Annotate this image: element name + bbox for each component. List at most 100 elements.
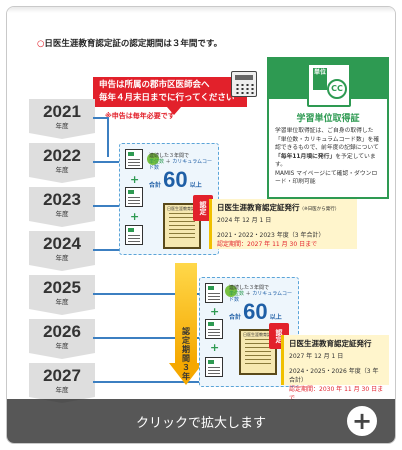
- total-value: 60: [163, 167, 188, 192]
- year-unit: 年度: [55, 298, 69, 306]
- cycle2-total: 合計 60 以上: [229, 299, 282, 325]
- validity-period-label: 認定期間３年: [182, 327, 190, 381]
- year-badge-2024: 2024 年度: [29, 231, 95, 271]
- units-label: 単位数: [229, 291, 245, 297]
- learning-record-icon: [125, 225, 143, 245]
- panel-highlight: 「毎年11月頃に発行」: [275, 153, 336, 160]
- total-label: 合計: [149, 182, 162, 189]
- year-unit: 年度: [55, 386, 69, 394]
- connector-line: [93, 205, 119, 207]
- total-suffix: 以上: [189, 182, 202, 189]
- connector-line: [93, 249, 119, 251]
- year-badge-2023: 2023 年度: [29, 187, 95, 227]
- headline: ○日医生涯教育認定証の認定期間は３年間です。: [37, 37, 222, 49]
- certificate-date: 2024 年 12 月 1 日: [217, 217, 272, 224]
- year-badge-2025: 2025 年度: [29, 275, 95, 315]
- learning-record-icon: [125, 149, 143, 169]
- frame-top-shade: [7, 7, 395, 13]
- year-badge-2022: 2022 年度: [29, 143, 95, 183]
- total-label: 合計: [229, 314, 242, 321]
- validity-period-bar: [175, 263, 197, 363]
- certificate-date: 2027 年 12 月 1 日: [289, 353, 344, 360]
- year-number: 2022: [43, 146, 81, 165]
- notice-line-2: 毎年４月末日までに行ってください: [99, 93, 235, 103]
- enlarge-label[interactable]: クリックで拡大します: [135, 416, 266, 431]
- panel-text: 学習単位取得証は、ご自身の取得した「単位数・カリキュラムコード数」を確認できるも…: [275, 128, 380, 151]
- year-badge-2026: 2026 年度: [29, 319, 95, 359]
- learning-unit-certificate-panel: 単位 CC 学習単位取得証 学習単位取得証は、ご自身の取得した「単位数・カリキュ…: [267, 57, 389, 199]
- certificate-title: 日医生涯教育認定証発行（※日医から発行）: [217, 202, 352, 213]
- year-axis: 2021 年度 2022 年度 2023 年度 2024 年度 2025 年度 …: [29, 99, 95, 404]
- certificate-title-note: （※日医から発行）: [299, 207, 340, 212]
- year-unit: 年度: [55, 342, 69, 350]
- plus-icon: +: [130, 173, 140, 186]
- learning-record-icon: [205, 319, 223, 339]
- year-unit: 年度: [55, 254, 69, 262]
- learning-record-icon: [205, 357, 223, 377]
- certificate-title: 日医生涯教育認定証発行: [289, 339, 372, 348]
- unit-certificate-icon: 単位 CC: [307, 63, 351, 107]
- connector-line: [93, 161, 119, 163]
- cycle2-certificate-info: 日医生涯教育認定証発行 2027 年 12 月 1 日 2024・2025・20…: [281, 335, 389, 402]
- year-number: 2027: [43, 366, 81, 385]
- notice-pointer: [167, 107, 181, 115]
- learning-record-icon: [125, 187, 143, 207]
- certificate-years: 2021・2022・2023 年度（3 年合計）: [217, 232, 325, 239]
- notice-line-1: 申告は所属の郡市区医師会へ: [99, 80, 210, 90]
- certificate-title-text: 日医生涯教育認定証発行: [217, 203, 300, 212]
- cycle1-requirement: 連続した３年間で 単位数 ＋ カリキュラムコード数: [149, 153, 215, 171]
- year-unit: 年度: [55, 166, 69, 174]
- year-number: 2025: [43, 278, 81, 297]
- year-number: 2024: [43, 234, 81, 253]
- certified-stamp: 認定: [193, 195, 213, 221]
- year-number: 2026: [43, 322, 81, 341]
- connector-line: [93, 381, 199, 383]
- unit-tag: 単位: [313, 68, 327, 90]
- notice-subtext: ※申告は毎年必要です: [105, 112, 175, 120]
- plus-icon: +: [210, 305, 220, 318]
- year-unit: 年度: [55, 210, 69, 218]
- zoom-plus-icon[interactable]: +: [347, 406, 377, 436]
- year-badge-2027: 2027 年度: [29, 363, 95, 403]
- year-number: 2021: [43, 102, 81, 121]
- year-unit: 年度: [55, 122, 69, 130]
- year-badge-2021: 2021 年度: [29, 99, 95, 139]
- infographic-frame[interactable]: ○日医生涯教育認定証の認定期間は３年間です。 申告は所属の郡市区医師会へ 毎年４…: [6, 6, 396, 444]
- connector-line: [93, 117, 109, 119]
- total-value: 60: [243, 299, 268, 324]
- deadline-notice: 申告は所属の郡市区医師会へ 毎年４月末日までに行ってください: [93, 77, 247, 107]
- calculator-icon: [231, 71, 257, 97]
- total-suffix: 以上: [269, 314, 282, 321]
- certificate-validity: 認定期間：2030 年 11 月 30 日まで: [289, 386, 384, 402]
- cc-icon: CC: [327, 79, 347, 99]
- plus-icon: +: [130, 210, 140, 223]
- enlarge-bar[interactable]: クリックで拡大します +: [7, 399, 395, 443]
- validity-period-arrow: [169, 363, 203, 385]
- cycle2-requirement: 連続した３年間で 単位数 ＋ カリキュラムコード数: [229, 285, 297, 303]
- headline-text: 日医生涯教育認定証の認定期間は３年間です。: [44, 39, 223, 49]
- plus-icon: +: [210, 341, 220, 354]
- certificate-years: 2024・2025・2026 年度（3 年合計）: [289, 368, 379, 384]
- cc-label: カリキュラムコード数: [149, 159, 213, 171]
- connector-line: [107, 117, 109, 157]
- requirement-label: 連続した３年間で: [149, 153, 190, 159]
- panel-text: を予定しています。: [275, 153, 376, 169]
- requirement-label: 連続した３年間で: [229, 285, 270, 291]
- connector-line: [93, 293, 199, 295]
- cycle1-total: 合計 60 以上: [149, 167, 202, 193]
- certificate-validity: 認定期間：2027 年 11 月 30 日まで: [217, 241, 318, 248]
- connector-line: [93, 337, 199, 339]
- zoom-symbol: +: [351, 407, 373, 435]
- year-number: 2023: [43, 190, 81, 209]
- panel-description: 学習単位取得証は、ご自身の取得した「単位数・カリキュラムコード数」を確認できるも…: [275, 127, 382, 187]
- certificate-doc-label: 日医生涯教育認定証: [167, 206, 203, 211]
- leaf-icon: [147, 153, 159, 165]
- cycle1-certificate-info: 日医生涯教育認定証発行（※日医から発行） 2024 年 12 月 1 日 202…: [209, 199, 357, 249]
- headline-mark: ○: [37, 39, 45, 49]
- panel-note: MAMIS マイページにて確認・ダウンロード・印刷可能: [275, 170, 378, 186]
- learning-record-icon: [205, 283, 223, 303]
- leaf-icon: [225, 285, 237, 297]
- units-label: 単位数: [149, 159, 165, 165]
- certificate-doc-label: 日医生涯教育認定証: [243, 332, 279, 337]
- panel-title: 学習単位取得証: [296, 114, 360, 124]
